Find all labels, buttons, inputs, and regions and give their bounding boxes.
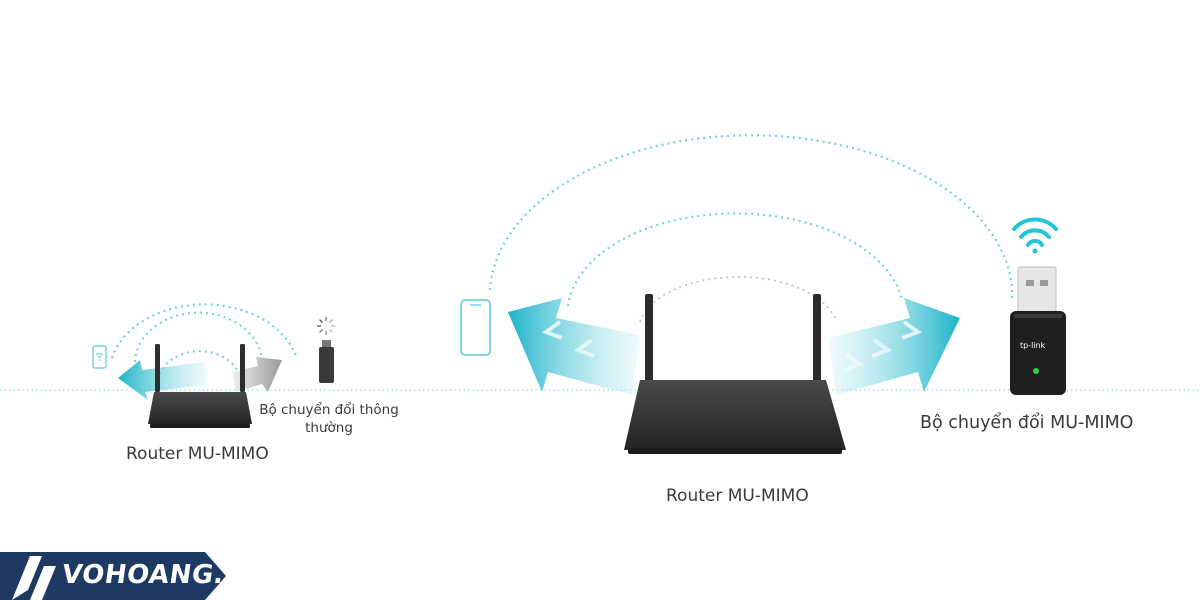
signal-arc [488,134,1014,303]
center-router-label: Router MU-MIMO [666,486,809,506]
left-router [148,344,252,428]
right-scene [460,134,1066,454]
center-router [624,294,846,454]
mumimo-usb-adapter [1010,266,1066,395]
left-router-label: Router MU-MIMO [126,444,269,464]
signal-arrow-right [828,298,960,395]
signal-arc [110,303,298,359]
regular-usb-adapter [319,340,334,383]
watermark-banner [0,552,226,600]
signal-arrow-left [508,298,640,395]
adapter-brand-logo: tp-link [1020,341,1046,350]
signal-arc [639,276,837,323]
left-scene [92,303,335,428]
signal-arrow-left [118,360,208,400]
phone-icon [460,299,491,356]
loading-spinner-icon [317,317,335,335]
signal-arc [133,311,264,369]
watermark-brand[interactable]: VOHOANG.vn [59,560,263,590]
mumimo-adapter-label: Bộ chuyển đổi MU-MIMO [920,413,1134,433]
signal-arc [566,212,904,307]
phone-icon [92,345,107,369]
regular-adapter-label: Bộ chuyển đổi thông thường [259,402,399,436]
gray-arrow-right [232,357,282,392]
wifi-icon [1012,217,1058,254]
